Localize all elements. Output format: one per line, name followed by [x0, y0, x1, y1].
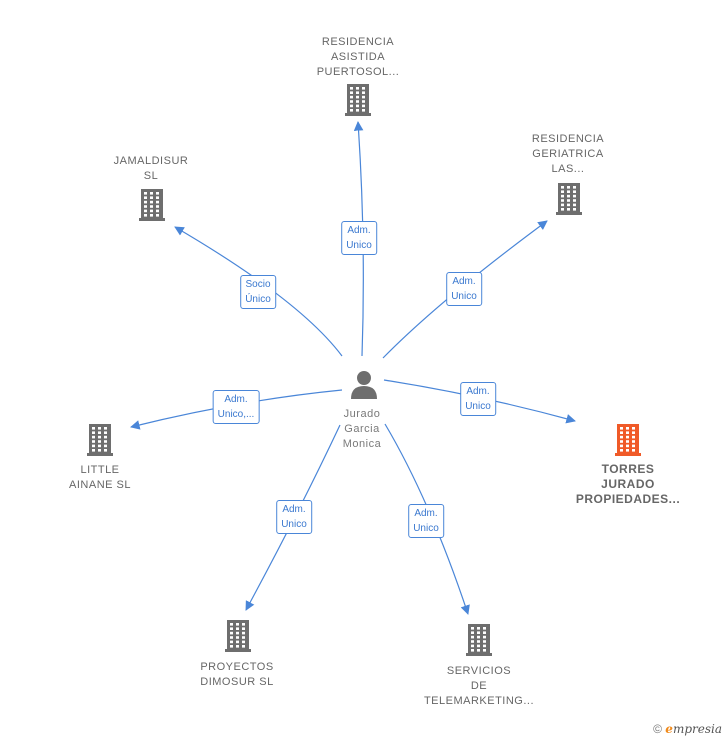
company-label-line: JAMALDISUR	[113, 155, 189, 167]
building-icon[interactable]	[225, 620, 251, 652]
edge-label-line: Adm.	[466, 386, 490, 397]
edge-label-residencia-geriatrica: Adm. Unico	[446, 272, 482, 306]
edge-label-line: Único	[245, 294, 271, 305]
company-label-line: TELEMARKETING...	[423, 695, 535, 707]
edge-label-line: Adm.	[224, 394, 248, 405]
company-label-servicios-telemarketing[interactable]: SERVICIOS DE TELEMARKETING...	[424, 664, 534, 709]
edge-jamaldisur	[174, 226, 343, 357]
edge-label-line: Unico	[413, 523, 439, 534]
company-label-line: PUERTOSOL...	[316, 66, 400, 78]
company-label-line: PROPIEDADES...	[575, 492, 681, 506]
company-label-line: DIMOSUR SL	[200, 676, 274, 688]
company-label-little-ainane[interactable]: LITTLE AINANE SL	[69, 463, 131, 493]
edge-label-line: Adm.	[414, 508, 438, 519]
company-label-line: SERVICIOS	[446, 665, 512, 677]
footer-credit: © empresia	[653, 722, 722, 736]
edge-label-proyectos-dimosur: Adm. Unico	[276, 500, 312, 534]
edge-label-line: Adm.	[282, 504, 306, 515]
building-icon[interactable]	[345, 84, 371, 116]
building-icon[interactable]	[556, 183, 582, 215]
company-label-line: GERIATRICA	[532, 148, 604, 160]
company-label-residencia-geriatrica[interactable]: RESIDENCIA GERIATRICA LAS...	[532, 132, 604, 177]
center-label-line: Jurado	[343, 408, 381, 420]
company-label-line: AINANE SL	[69, 479, 131, 491]
edge-label-torres-jurado: Adm. Unico	[460, 382, 496, 416]
center-label-line: Monica	[342, 438, 382, 450]
company-label-jamaldisur[interactable]: JAMALDISUR SL	[114, 154, 189, 184]
company-label-line: SL	[143, 170, 159, 182]
edge-label-line: Unico	[451, 291, 477, 302]
company-label-line: DE	[470, 680, 488, 692]
person-icon[interactable]	[351, 371, 377, 399]
edge-label-servicios-telemarketing: Adm. Unico	[408, 504, 444, 538]
building-icon[interactable]	[466, 624, 492, 656]
edge-label-line: Unico	[346, 240, 372, 251]
building-icon[interactable]	[87, 424, 113, 456]
copyright-symbol: ©	[653, 722, 662, 736]
company-label-line: LAS...	[551, 163, 585, 175]
company-label-line: RESIDENCIA	[321, 36, 395, 48]
edge-label-line: Adm.	[347, 225, 371, 236]
edge-label-line: Socio	[245, 279, 271, 290]
center-label-line: Garcia	[344, 423, 380, 435]
company-label-line: TORRES	[601, 462, 655, 476]
edge-label-line: Unico	[281, 519, 307, 530]
company-label-line: RESIDENCIA	[531, 133, 605, 145]
company-label-line: ASISTIDA	[330, 51, 386, 63]
building-icon[interactable]	[139, 189, 165, 221]
edge-label-line: Unico,...	[217, 409, 255, 420]
edge-label-little-ainane: Adm. Unico,...	[212, 390, 260, 424]
company-label-line: PROYECTOS	[200, 661, 274, 673]
brand-logo[interactable]: empresia	[665, 722, 722, 736]
building-icon[interactable]	[615, 424, 641, 456]
company-label-line: JURADO	[601, 477, 655, 491]
edge-label-line: Adm.	[452, 276, 476, 287]
edge-label-line: Unico	[465, 401, 491, 412]
edge-label-residencia-asistida: Adm. Unico	[341, 221, 377, 255]
company-label-residencia-asistida[interactable]: RESIDENCIA ASISTIDA PUERTOSOL...	[317, 35, 400, 80]
company-label-proyectos-dimosur[interactable]: PROYECTOS DIMOSUR SL	[200, 660, 273, 690]
company-label-line: LITTLE	[80, 464, 120, 476]
